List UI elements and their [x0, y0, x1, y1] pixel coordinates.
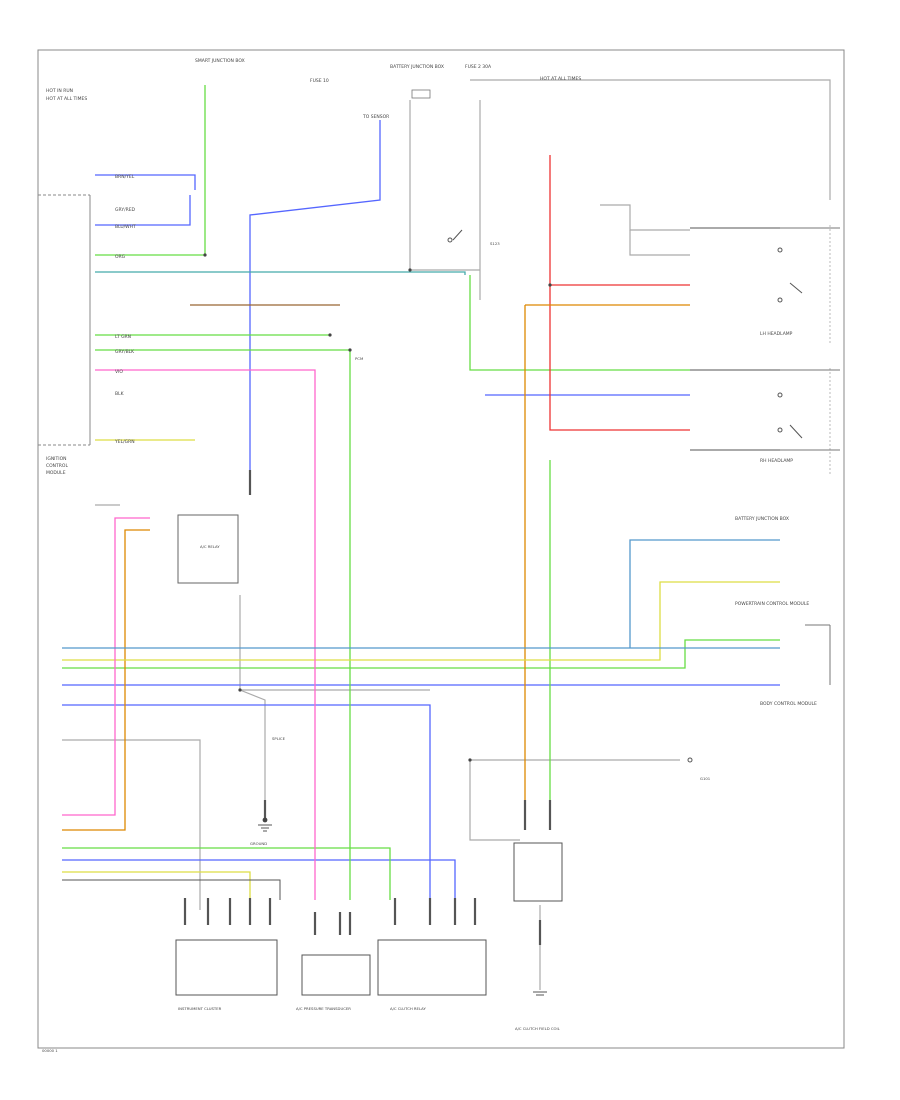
bottom-label-2: A/C PRESSURE TRANSDUCER [296, 1006, 351, 1011]
left-label-13: YEL/GRN [114, 439, 135, 445]
left-label-1: HOT IN RUN [46, 88, 73, 94]
bottom-labels-group: INSTRUMENT CLUSTER A/C PRESSURE TRANSDUC… [178, 1006, 561, 1031]
top-label-5: TO SENSOR [362, 114, 389, 120]
top-label-3: BATTERY JUNCTION BOX [390, 64, 444, 70]
left-control-module [38, 194, 91, 446]
left-label-4: CONTROL [46, 463, 68, 469]
pink-wires [62, 369, 780, 900]
right-label-1: LH HEADLAMP [760, 331, 793, 337]
right-label-3: BATTERY JUNCTION BOX [735, 516, 789, 522]
blue-wires [62, 120, 780, 900]
ground-symbols [258, 824, 547, 996]
black-wires [62, 227, 780, 900]
pressure-transducer-box [301, 954, 371, 996]
mid-labels-group: PCM A/C RELAY GROUND SPLICE S123 G101 [200, 241, 711, 846]
mid-label-5: S123 [490, 241, 500, 246]
right-components [780, 225, 840, 685]
right-labels-group: LH HEADLAMP RH HEADLAMP BATTERY JUNCTION… [735, 331, 817, 707]
green-wires [62, 85, 780, 900]
left-label-3: IGNITION [46, 456, 67, 462]
top-label-4: FUSE 2 30A [465, 64, 492, 70]
relay-box-mid-left [177, 514, 239, 584]
switch-symbols [447, 229, 803, 763]
top-label-6: HOT AT ALL TIMES [540, 76, 581, 82]
bottom-label-1: INSTRUMENT CLUSTER [178, 1006, 222, 1011]
teal-wires [95, 271, 466, 275]
left-label-6: BRN/YEL [115, 174, 135, 180]
mid-label-3: GROUND [250, 841, 267, 846]
footer-code: 00000 1 [42, 1048, 58, 1053]
bottom-label-4: A/C CLUTCH FIELD COIL [515, 1026, 561, 1031]
clutch-relay-box [377, 939, 487, 996]
left-label-7: GRY/RED [115, 207, 136, 213]
right-label-5: BODY CONTROL MODULE [760, 701, 817, 707]
left-label-2: HOT AT ALL TIMES [46, 96, 87, 102]
left-label-11: GRY/BLK [115, 349, 135, 355]
right-label-4: POWERTRAIN CONTROL MODULE [735, 601, 809, 607]
mid-label-1: PCM [355, 356, 363, 361]
mid-label-4: SPLICE [272, 736, 286, 741]
top-labels-group: SMART JUNCTION BOX FUSE 10 BATTERY JUNCT… [195, 58, 581, 120]
left-label-12: BLK [115, 391, 125, 397]
orange-wires [62, 304, 690, 831]
left-label-5: MODULE [46, 470, 66, 476]
relay-box-top [411, 89, 431, 99]
left-label-10: LT GRN [115, 334, 131, 340]
yellow-wires [62, 439, 780, 900]
gray-wires [62, 79, 831, 990]
pcm-box-bottom-right [513, 842, 563, 902]
red-wires [549, 155, 690, 431]
left-labels-group: HOT IN RUN HOT AT ALL TIMES IGNITION CON… [46, 88, 136, 476]
diagram-frame [37, 49, 845, 1049]
left-label-8: BLU/WHT [115, 224, 136, 230]
bottom-connector-pins [183, 470, 552, 945]
top-label-2: FUSE 10 [310, 78, 329, 84]
mid-label-2: A/C RELAY [200, 544, 220, 549]
bottom-label-3: A/C CLUTCH RELAY [390, 1006, 426, 1011]
instrument-cluster-box [175, 939, 278, 996]
splice-dots [203, 253, 552, 823]
left-label-14: VIO [115, 369, 123, 375]
left-label-9: ORG [115, 254, 126, 260]
top-label-1: SMART JUNCTION BOX [195, 58, 245, 64]
right-label-2: RH HEADLAMP [760, 458, 793, 464]
mid-label-6: G101 [700, 776, 711, 781]
